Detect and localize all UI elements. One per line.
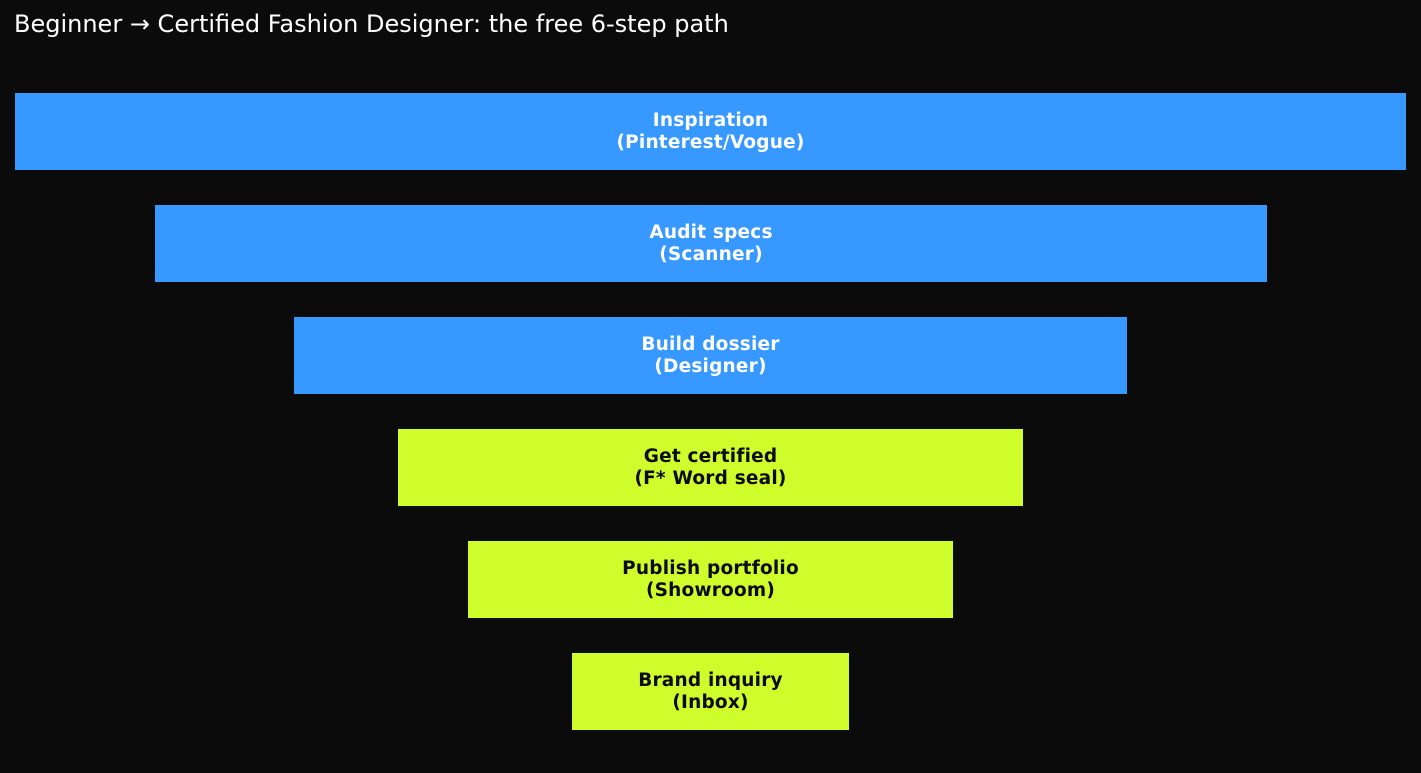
step-source: (F* Word seal) — [634, 467, 787, 489]
step-source: (Designer) — [654, 355, 767, 377]
step-label: Build dossier — [641, 333, 780, 355]
funnel-step-get-certified: Get certified (F* Word seal) — [398, 429, 1023, 506]
step-source: (Showroom) — [645, 579, 776, 601]
step-source: (Pinterest/Vogue) — [616, 131, 805, 153]
funnel-step-build-dossier: Build dossier (Designer) — [294, 317, 1127, 394]
step-label: Audit specs — [649, 221, 773, 243]
funnel-step-inspiration: Inspiration (Pinterest/Vogue) — [15, 93, 1406, 170]
step-label: Get certified — [643, 445, 778, 467]
step-label: Brand inquiry — [638, 669, 783, 691]
funnel-step-publish-portfolio: Publish portfolio (Showroom) — [468, 541, 953, 618]
funnel-step-brand-inquiry: Brand inquiry (Inbox) — [572, 653, 849, 730]
step-source: (Inbox) — [672, 691, 749, 713]
step-label: Publish portfolio — [622, 557, 799, 579]
page-title: Beginner → Certified Fashion Designer: t… — [14, 10, 729, 38]
funnel-step-audit-specs: Audit specs (Scanner) — [155, 205, 1267, 282]
step-source: (Scanner) — [659, 243, 763, 265]
step-label: Inspiration — [652, 109, 769, 131]
